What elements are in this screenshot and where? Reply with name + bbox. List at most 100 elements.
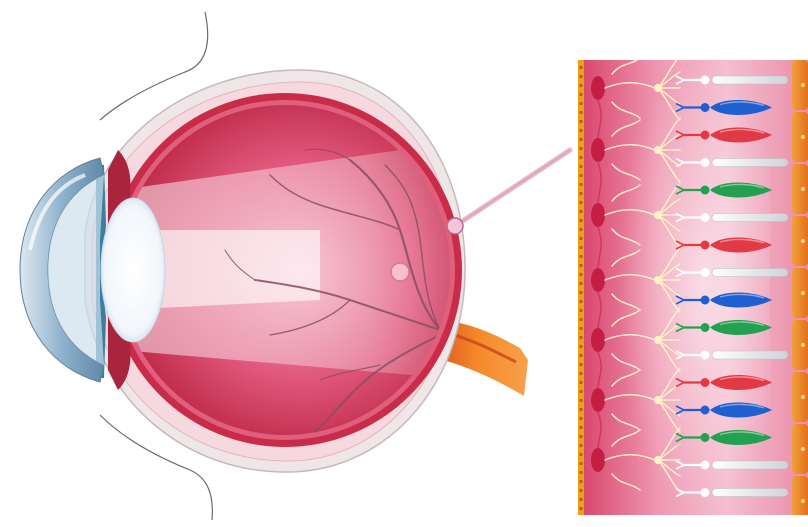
zoom-pointer-dot — [447, 218, 463, 234]
stripe-dot — [580, 327, 583, 330]
rod-outer-segment — [712, 489, 788, 497]
ganglion-cell — [591, 268, 605, 292]
stripe-dot — [580, 237, 583, 240]
pigment-nucleus — [801, 499, 805, 503]
stripe-dot — [580, 480, 583, 483]
nucleus — [701, 76, 710, 85]
nucleus — [701, 378, 710, 387]
nucleus — [701, 461, 710, 470]
pigment-cell — [792, 112, 808, 162]
nucleus — [701, 323, 710, 332]
nucleus — [701, 241, 710, 250]
stripe-dot — [580, 264, 583, 267]
stripe-dot — [580, 75, 583, 78]
nucleus — [701, 186, 710, 195]
fovea — [391, 263, 409, 281]
stripe-dot — [580, 300, 583, 303]
pigment-cell — [792, 424, 808, 474]
stripe-dot — [580, 174, 583, 177]
stripe-dot — [580, 336, 583, 339]
rod-outer-segment — [712, 76, 788, 84]
rod-outer-segment — [712, 461, 788, 469]
nucleus — [701, 488, 710, 497]
stripe-dot — [580, 192, 583, 195]
stripe-dot — [580, 183, 583, 186]
stripe-dot — [580, 66, 583, 69]
pigment-cell — [792, 476, 808, 526]
ganglion-cell — [591, 448, 605, 472]
pigment-nucleus — [801, 83, 805, 87]
rod-outer-segment — [712, 269, 788, 277]
stripe-dot — [580, 471, 583, 474]
stripe-dot — [580, 381, 583, 384]
stripe-dot — [580, 156, 583, 159]
stripe-dot — [580, 417, 583, 420]
stripe-dot — [580, 444, 583, 447]
stripe-dot — [580, 129, 583, 132]
pigment-nucleus — [801, 135, 805, 139]
ganglion-cell — [591, 138, 605, 162]
stripe-dot — [580, 138, 583, 141]
stripe-dot — [580, 210, 583, 213]
stripe-dot — [580, 102, 583, 105]
pigment-nucleus — [801, 291, 805, 295]
stripe-dot — [580, 363, 583, 366]
nucleus — [701, 158, 710, 167]
rod-outer-segment — [712, 214, 788, 222]
pigment-epithelium — [792, 60, 808, 526]
ganglion-cell — [591, 388, 605, 412]
pigment-cell — [792, 372, 808, 422]
ganglion-cell — [591, 328, 605, 352]
stripe-dot — [580, 291, 583, 294]
stripe-dot — [580, 354, 583, 357]
stripe-dot — [580, 462, 583, 465]
stripe-dot — [580, 345, 583, 348]
stripe-dot — [580, 165, 583, 168]
stripe-dot — [580, 435, 583, 438]
nucleus — [701, 296, 710, 305]
stripe-dot — [580, 228, 583, 231]
stripe-dot — [580, 273, 583, 276]
pigment-nucleus — [801, 343, 805, 347]
pigment-nucleus — [801, 447, 805, 451]
stripe-dot — [580, 309, 583, 312]
pigment-cell — [792, 320, 808, 370]
pigment-nucleus — [801, 239, 805, 243]
stripe-dot — [580, 372, 583, 375]
nucleus — [701, 433, 710, 442]
stripe-dot — [580, 111, 583, 114]
pigment-cell — [792, 216, 808, 266]
rod-outer-segment — [712, 351, 788, 359]
rod-outer-segment — [712, 159, 788, 167]
stripe-dot — [580, 426, 583, 429]
stripe-dot — [580, 453, 583, 456]
stripe-dot — [580, 498, 583, 501]
stripe-dot — [580, 318, 583, 321]
stripe-dot — [580, 408, 583, 411]
stripe-dot — [580, 219, 583, 222]
stripe-dot — [580, 399, 583, 402]
pigment-nucleus — [801, 395, 805, 399]
stripe-dot — [580, 147, 583, 150]
stripe-dot — [580, 282, 583, 285]
ganglion-cell — [591, 203, 605, 227]
pigment-cell — [792, 60, 808, 110]
nucleus — [701, 103, 710, 112]
pigment-nucleus — [801, 187, 805, 191]
nucleus — [701, 213, 710, 222]
stripe-dot — [580, 390, 583, 393]
stripe-dot — [580, 120, 583, 123]
pigment-cell — [792, 164, 808, 214]
ganglion-cell — [591, 76, 605, 100]
stripe-dot — [580, 507, 583, 510]
stripe-dot — [580, 84, 583, 87]
stripe-dot — [580, 489, 583, 492]
nucleus — [701, 268, 710, 277]
pigment-cell — [792, 268, 808, 318]
retina-detail — [578, 56, 808, 526]
stripe-dot — [580, 201, 583, 204]
stripe-dot — [580, 255, 583, 258]
nucleus — [701, 406, 710, 415]
stripe-dot — [580, 246, 583, 249]
